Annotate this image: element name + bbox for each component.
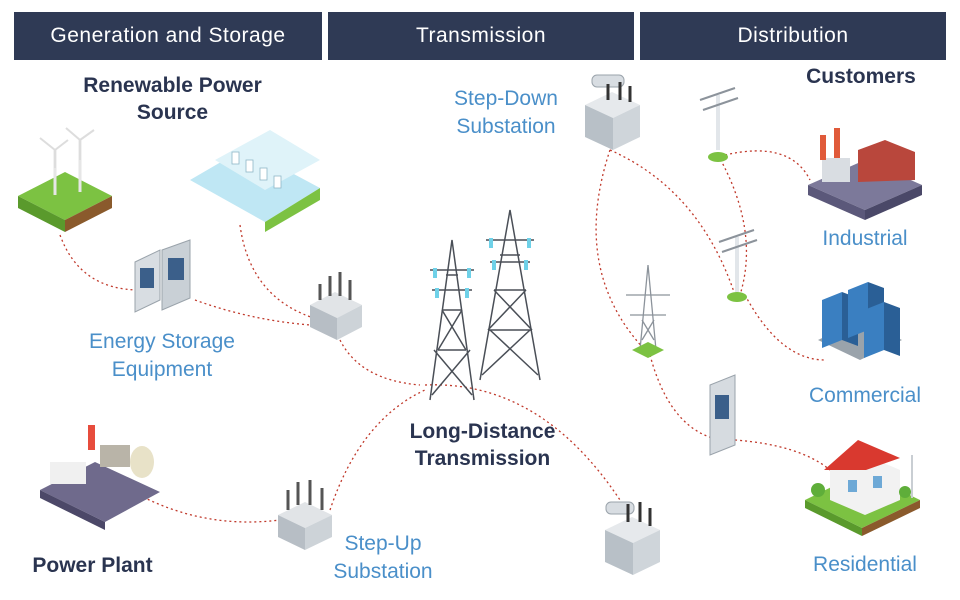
header-distribution: Distribution <box>640 12 946 60</box>
step-down-label-line2: Substation <box>456 115 556 138</box>
step-down-label-line1: Step-Down <box>454 87 558 110</box>
wind-turbine-icon <box>18 127 112 232</box>
long-distance-label-line1: Long-Distance <box>409 420 556 443</box>
step-up-substation-icon <box>278 480 332 550</box>
energy-storage-label: Energy Storage Equipment <box>72 328 252 384</box>
distribution-transformer-icon <box>605 501 660 575</box>
connector-lines <box>59 149 831 523</box>
customers-label: Customers <box>806 65 916 88</box>
step-up-label-line1: Step-Up <box>344 532 422 555</box>
hydro-dam-icon <box>190 130 320 232</box>
insulator-icon <box>433 238 531 298</box>
factory-icon <box>808 128 922 220</box>
meter-cabinet-icon <box>709 374 736 456</box>
long-distance-transmission-label: Long-Distance Transmission <box>395 418 570 472</box>
transmission-tower-icon <box>429 209 541 401</box>
renewable-label-line2: Source <box>136 101 209 124</box>
utility-pole-icon <box>718 229 758 302</box>
distribution-tower-icon <box>626 264 670 351</box>
energy-storage-label-line1: Energy Storage <box>89 330 235 353</box>
house-icon <box>805 440 920 536</box>
residential-label: Residential <box>813 553 917 576</box>
power-plant-label: Power Plant <box>32 554 153 577</box>
step-up-label-line2: Substation <box>333 560 433 583</box>
energy-storage-cabinet-icon <box>134 239 191 313</box>
utility-pole-icon <box>699 87 739 162</box>
step-up-substation-label: Step-Up Substation <box>322 530 444 586</box>
power-plant-icon <box>40 425 160 530</box>
energy-storage-label-line2: Equipment <box>111 358 213 381</box>
header-generation-storage: Generation and Storage <box>14 12 322 60</box>
transformer-icon <box>310 272 362 340</box>
commercial-label: Commercial <box>808 384 921 407</box>
long-distance-label-line2: Transmission <box>414 447 551 470</box>
renewable-label-line1: Renewable Power <box>83 74 262 97</box>
commercial-buildings-icon <box>818 282 902 360</box>
step-down-substation-icon <box>585 74 640 150</box>
step-down-substation-label: Step-Down Substation <box>440 85 572 141</box>
industrial-label: Industrial <box>822 227 908 250</box>
tower-base-icon <box>632 342 664 358</box>
header-transmission: Transmission <box>328 12 634 60</box>
renewable-power-source-label: Renewable Power Source <box>60 72 285 126</box>
